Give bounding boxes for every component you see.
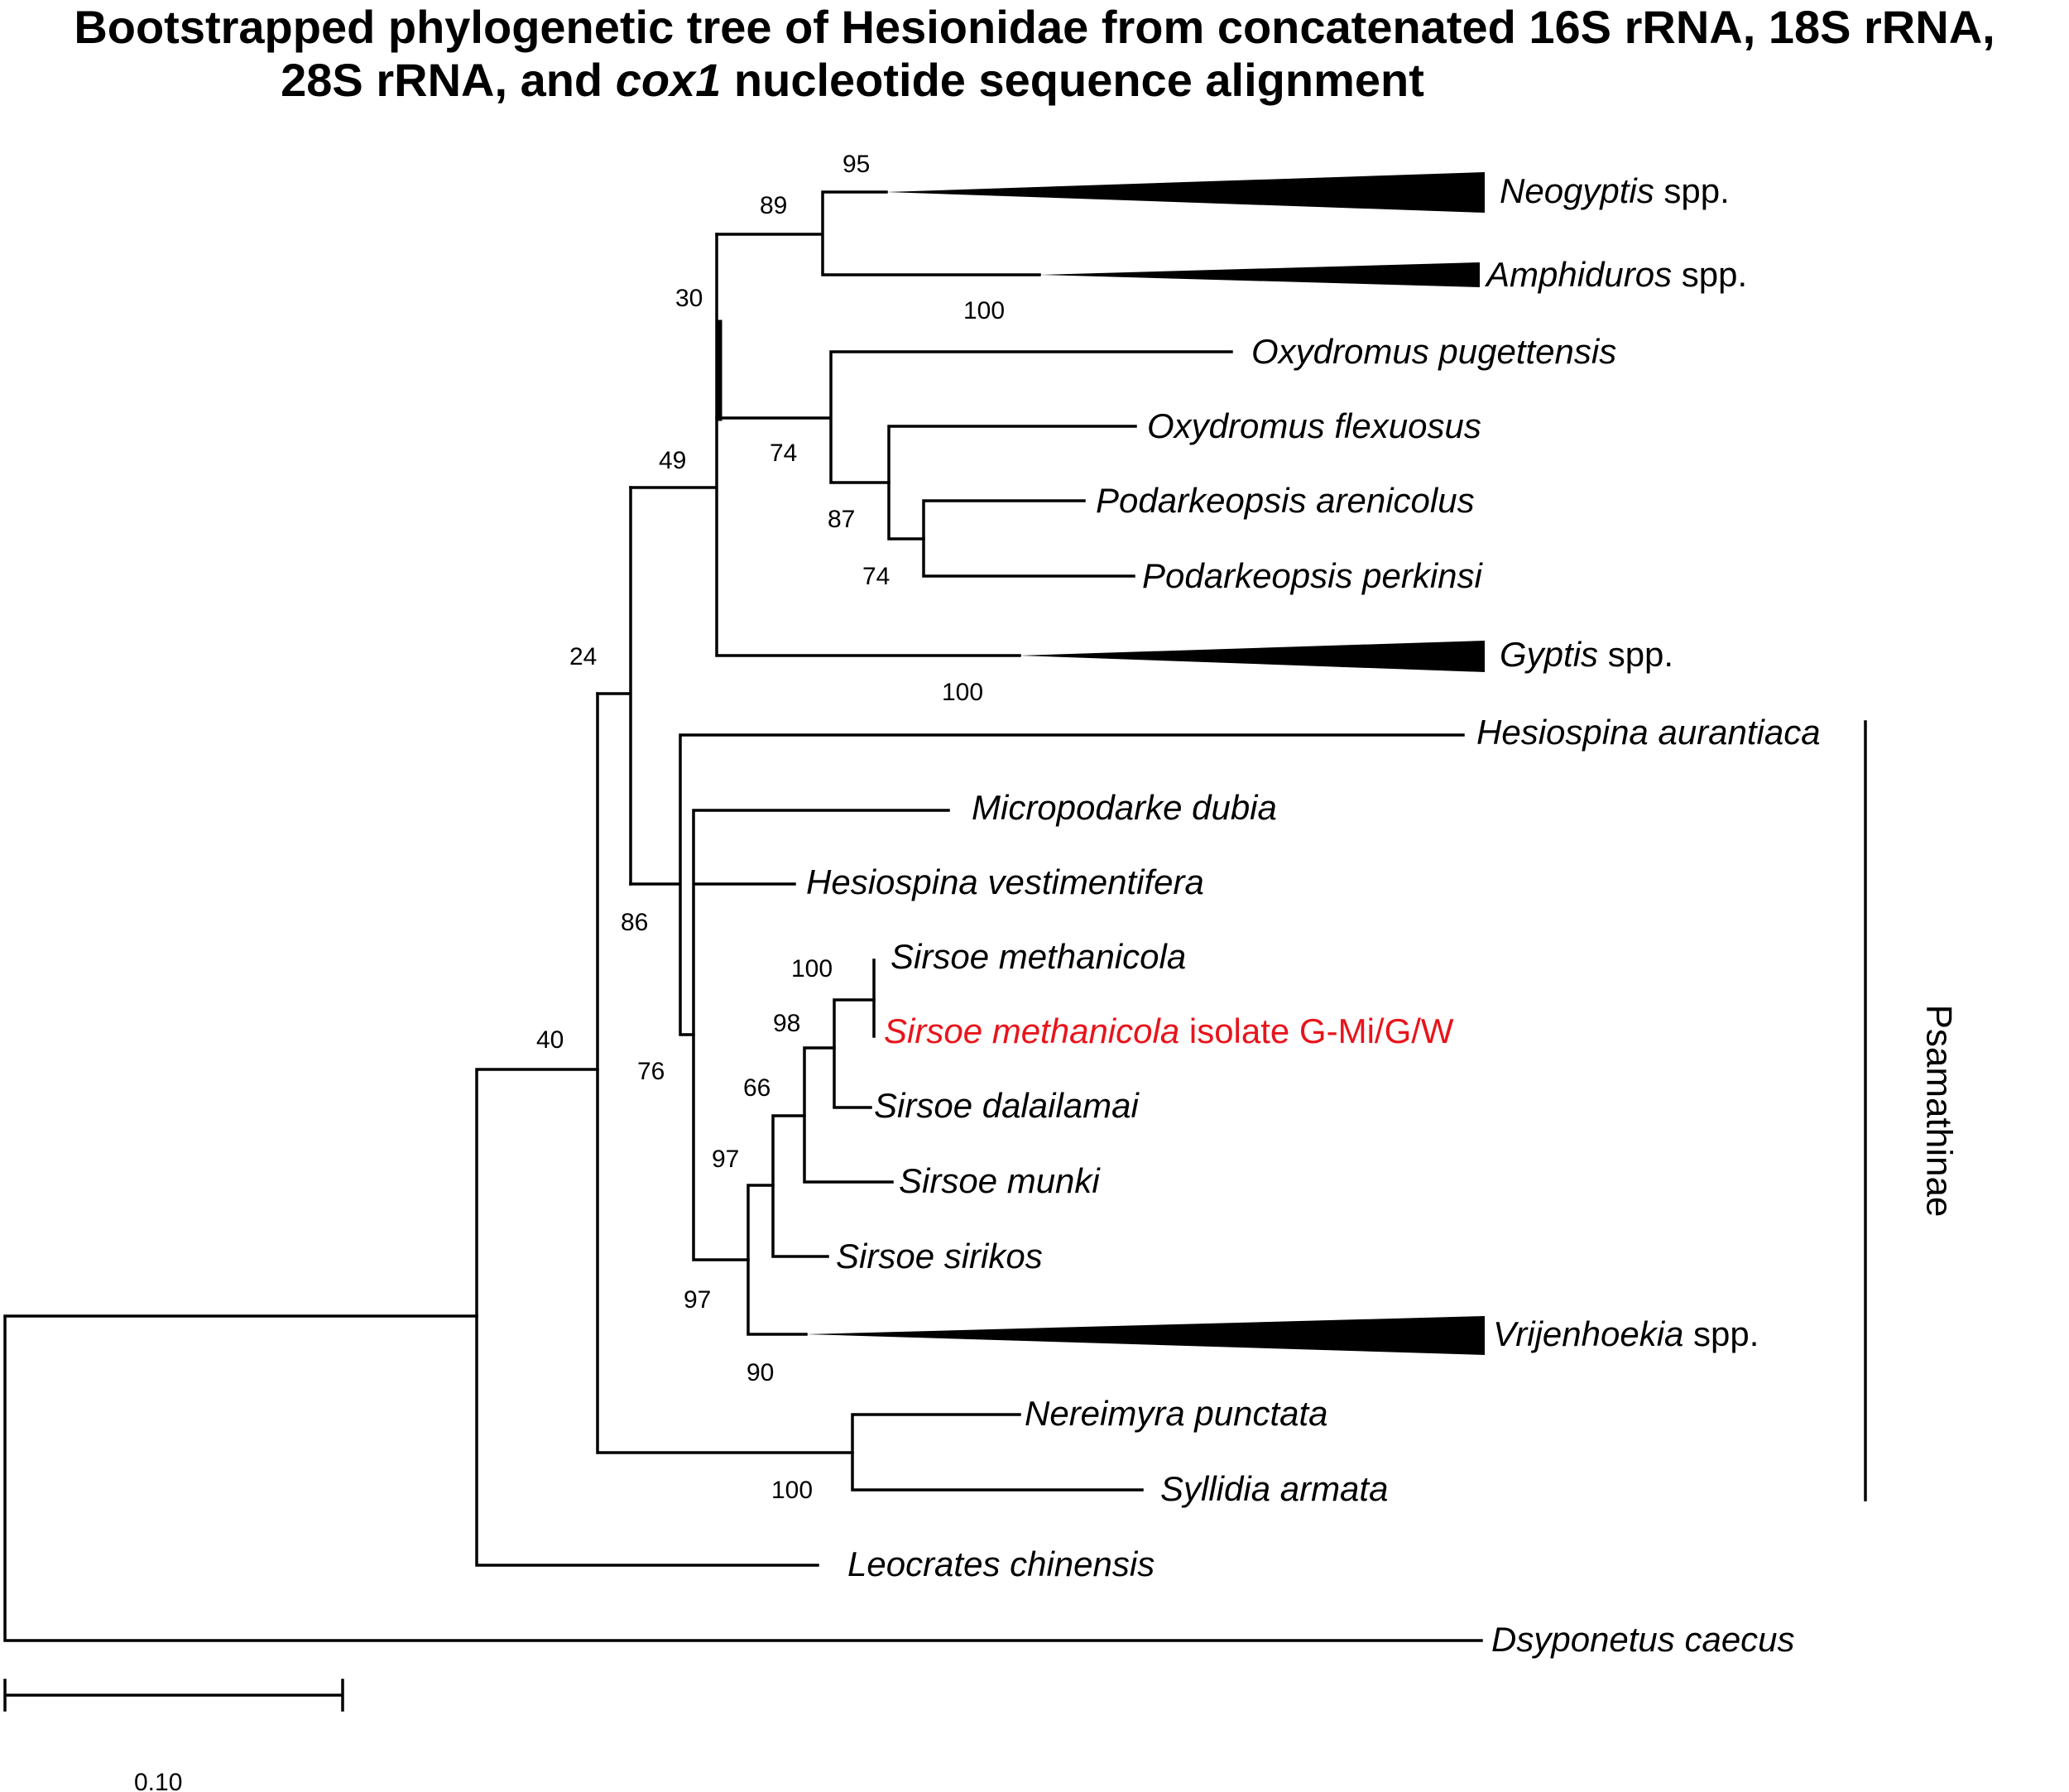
bootstrap-label: 95: [842, 151, 870, 178]
branch-node-76: [692, 809, 950, 1261]
triangle-vrijenhoekia: [806, 1316, 1485, 1355]
tip-micropodarke-dubia: Micropodarke dubia: [972, 788, 1277, 827]
tip-hesiospina-aurantiaca: Hesiospina aurantiaca: [1476, 713, 1821, 752]
tip-nereimyra-punctata: Nereimyra punctata: [1025, 1394, 1328, 1433]
bootstrap-label: 86: [621, 909, 648, 936]
branch-node-49: [629, 233, 1021, 657]
scale-bar: [3, 1679, 344, 1712]
branch-node-24: [596, 692, 854, 1454]
tip-gyptis: Gyptis spp.: [1500, 635, 1673, 674]
tip-amphiduros: Amphiduros spp.: [1484, 255, 1747, 294]
tip-sirsoe-methanicola: Sirsoe methanicola: [890, 937, 1186, 976]
branch-node-40: [475, 1068, 819, 1567]
tree-branches: [3, 190, 1483, 1642]
tip-oxydromus-flexuosus: Oxydromus flexuosus: [1147, 406, 1481, 445]
triangle-neogyptis: [886, 172, 1485, 213]
bootstrap-label: 100: [963, 297, 1005, 324]
tip-podarkeopsis-perkinsi: Podarkeopsis perkinsi: [1142, 556, 1484, 595]
branch-node-74-oxy: [715, 350, 1233, 484]
bootstrap-values: 95 89 30 100 74 49 87 74 24 100 86 40 76…: [536, 151, 1005, 1504]
bootstrap-label: 87: [828, 506, 855, 533]
bootstrap-label: 100: [791, 955, 833, 982]
branch-node-100-nereimyra: [851, 1413, 1144, 1492]
bootstrap-label: 76: [637, 1058, 665, 1085]
tip-syllidia-armata: Syllidia armata: [1160, 1469, 1388, 1508]
branch-node-74-pod: [922, 499, 1135, 578]
clade-label-psamathinae: Psamathinae: [1918, 1005, 1959, 1218]
collapsed-clades: [806, 172, 1485, 1355]
bootstrap-label: 49: [659, 447, 686, 474]
branch-node-86: [629, 733, 1465, 1036]
bootstrap-label: 97: [712, 1146, 739, 1173]
tip-sirsoe-dalailamai: Sirsoe dalailamai: [874, 1086, 1140, 1125]
branch-node-87: [887, 425, 1137, 540]
tip-vrijenhoekia: Vrijenhoekia spp.: [1493, 1314, 1759, 1353]
tip-neogyptis: Neogyptis spp.: [1500, 171, 1730, 210]
tip-leocrates-chinensis: Leocrates chinensis: [847, 1545, 1155, 1583]
tip-labels: Neogyptis spp. Amphiduros spp. Oxydromus…: [806, 171, 1821, 1659]
tip-sirsoe-munki: Sirsoe munki: [899, 1161, 1101, 1200]
bootstrap-label: 97: [684, 1286, 711, 1314]
figure-title-line2: 28S rRNA, and cox1 nucleotide sequence a…: [281, 54, 1424, 106]
bootstrap-label: 98: [773, 1010, 800, 1037]
bootstrap-label: 40: [536, 1026, 564, 1054]
triangle-amphiduros: [1039, 262, 1480, 287]
tip-sirsoe-methanicola-isolate: Sirsoe methanicola isolate G-Mi/G/W: [884, 1011, 1454, 1050]
triangle-gyptis: [1020, 641, 1485, 672]
scale-bar-label: 0.10: [134, 1769, 182, 1792]
bootstrap-label: 66: [743, 1074, 770, 1102]
figure-title-line1: Bootstrapped phylogenetic tree of Hesion…: [74, 1, 1995, 53]
tip-dsyponetus-caecus: Dsyponetus caecus: [1491, 1620, 1795, 1659]
bootstrap-label: 30: [675, 285, 703, 312]
bootstrap-label: 100: [942, 679, 983, 706]
bootstrap-label: 100: [771, 1477, 813, 1504]
tip-oxydromus-pugettensis: Oxydromus pugettensis: [1251, 332, 1616, 371]
branch-root: [3, 1314, 1483, 1642]
branch-node-89: [715, 190, 1041, 276]
branch-node-66: [803, 1046, 894, 1184]
bootstrap-label: 24: [569, 643, 597, 670]
branch-node-98: [833, 998, 876, 1109]
tip-sirsoe-sirikos: Sirsoe sirikos: [836, 1237, 1043, 1276]
bootstrap-label: 74: [862, 563, 890, 590]
branch-node-97-b: [746, 1184, 808, 1336]
branch-node-49-86: [596, 486, 632, 886]
bootstrap-label: 74: [770, 440, 797, 467]
tip-podarkeopsis-arenicolus: Podarkeopsis arenicolus: [1096, 481, 1475, 520]
bootstrap-label: 90: [746, 1359, 774, 1386]
tip-hesiospina-vestimentifera: Hesiospina vestimentifera: [806, 862, 1204, 901]
branch-node-97-a: [771, 1114, 829, 1258]
bootstrap-label: 89: [760, 192, 787, 219]
